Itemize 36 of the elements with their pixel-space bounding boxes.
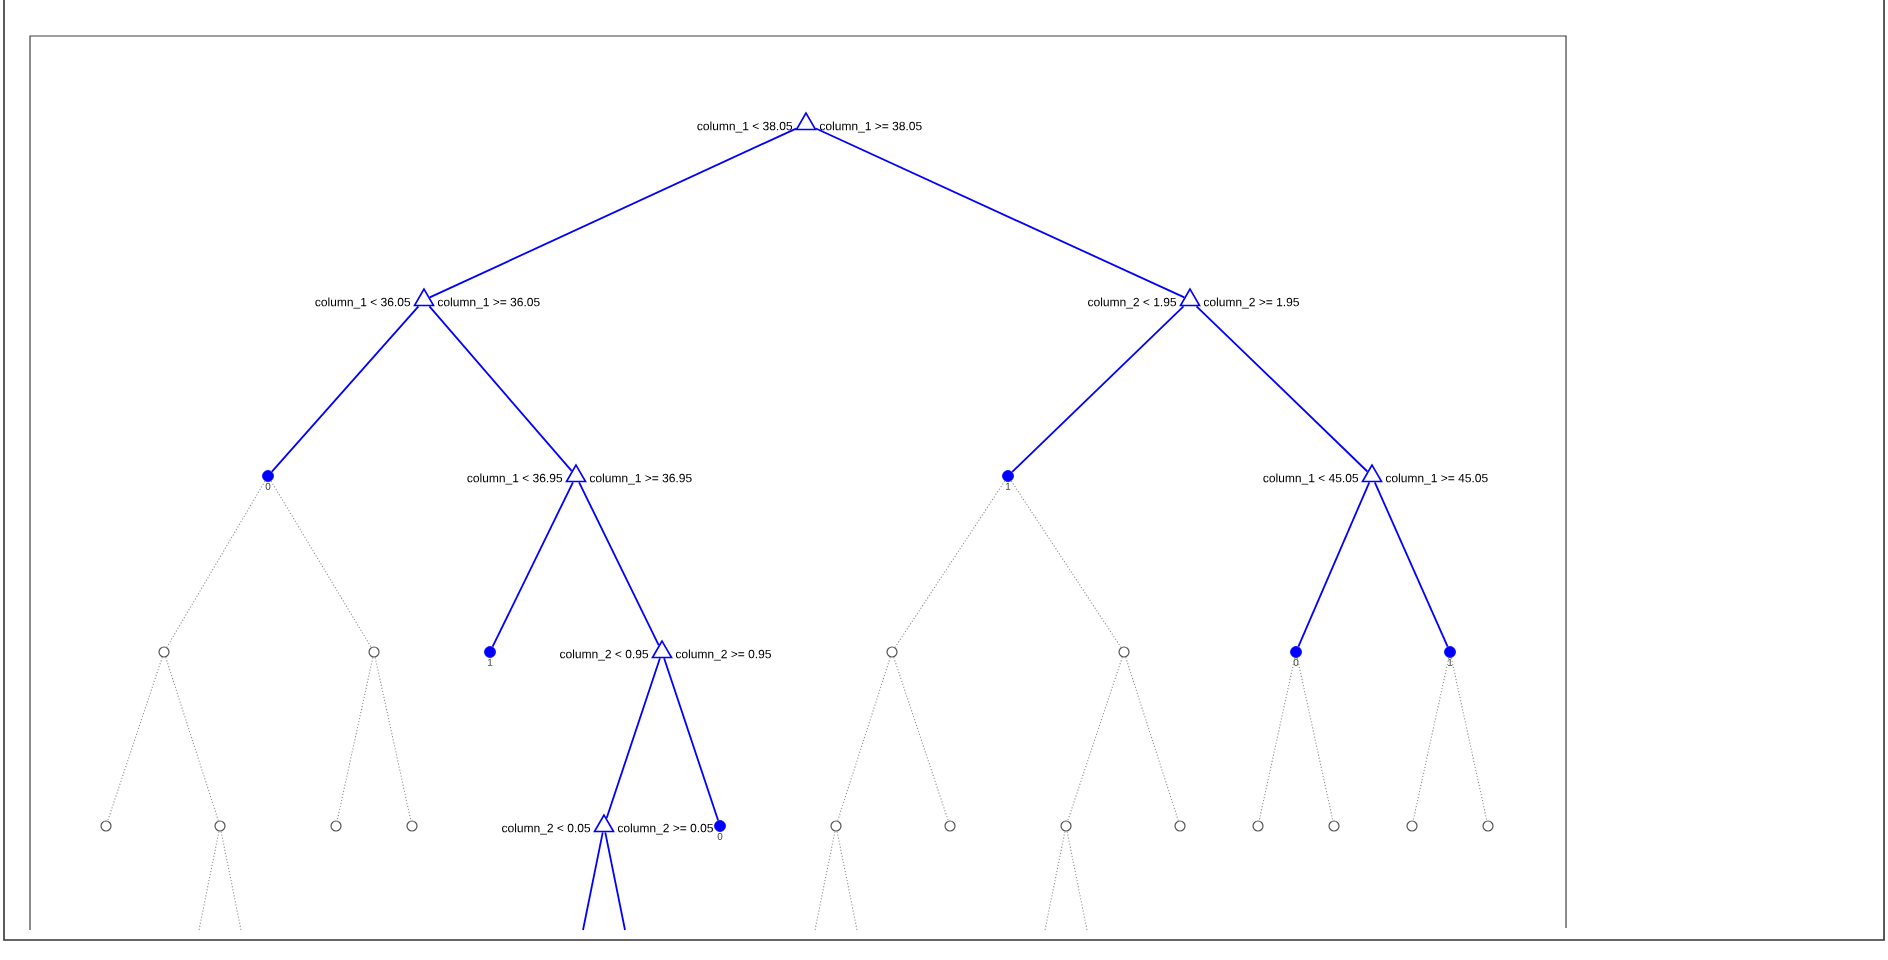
branch-line	[1044, 830, 1066, 931]
branch-line	[663, 657, 720, 822]
branch-line	[165, 656, 219, 822]
branch-line	[428, 305, 573, 472]
branch-line	[1373, 481, 1449, 648]
branch-line	[837, 656, 891, 822]
branch-line	[1011, 305, 1185, 473]
branch-line	[893, 656, 949, 822]
branch-line	[814, 830, 836, 931]
branch-line	[815, 127, 1186, 299]
branch-line	[270, 480, 372, 648]
branch-line	[374, 656, 412, 822]
branch-line	[271, 305, 420, 473]
branch-line	[582, 831, 604, 931]
branch-line	[604, 831, 626, 931]
branch-line	[1412, 657, 1450, 822]
branch-line	[198, 830, 220, 931]
branch-line	[1195, 305, 1369, 473]
branch-line	[894, 480, 1006, 648]
branch-line	[491, 481, 574, 648]
branch-line	[1297, 481, 1371, 648]
branch-line	[1125, 656, 1179, 822]
branch-line	[428, 127, 797, 299]
branch-line	[1296, 657, 1334, 822]
branch-line	[166, 480, 266, 648]
branch-line	[220, 830, 242, 931]
branch-line	[1258, 657, 1296, 822]
branch-line	[578, 481, 660, 647]
branch-line	[836, 830, 858, 931]
branch-line	[605, 657, 661, 819]
branch-line	[1066, 830, 1088, 931]
branch-line	[336, 656, 374, 822]
branch-line	[1067, 656, 1123, 822]
branch-line	[1010, 480, 1122, 648]
branch-line	[1450, 657, 1488, 822]
branch-line	[107, 656, 163, 822]
